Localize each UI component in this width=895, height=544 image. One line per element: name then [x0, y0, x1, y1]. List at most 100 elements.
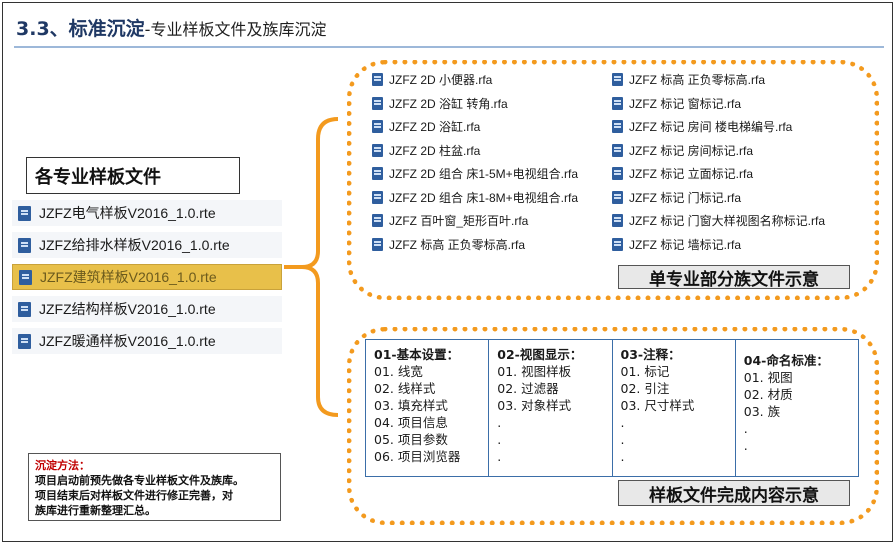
- family-files-panel: [347, 60, 879, 300]
- family-file-item[interactable]: JZFZ 2D 浴缸 转角.rfa: [372, 92, 578, 116]
- rfa-file-icon: [372, 190, 383, 204]
- column-item: 04. 项目信息: [374, 415, 448, 430]
- rfa-file-icon: [612, 96, 623, 110]
- rfa-file-icon: [372, 143, 383, 157]
- template-file-item[interactable]: JZFZ暖通样板V2016_1.0.rte: [12, 328, 282, 354]
- family-file-item[interactable]: JZFZ 标记 房间标记.rfa: [612, 139, 825, 163]
- rfa-file-icon: [372, 214, 383, 228]
- column-item: .: [743, 421, 748, 436]
- rfa-file-icon: [612, 73, 623, 87]
- column-item: 06. 项目浏览器: [374, 449, 461, 464]
- column-item: .: [497, 449, 502, 464]
- family-file-label: JZFZ 标记 门标记.rfa: [629, 190, 741, 205]
- column-item: .: [620, 449, 625, 464]
- template-content-caption: 样板文件完成内容示意: [618, 480, 850, 506]
- column-item: 02. 引注: [620, 381, 670, 396]
- rfa-file-icon: [372, 73, 383, 87]
- template-file-item[interactable]: JZFZ电气样板V2016_1.0.rte: [12, 200, 282, 226]
- bracket-connector: [284, 117, 339, 417]
- family-file-item[interactable]: JZFZ 2D 组合 床1-5M+电视组合.rfa: [372, 162, 578, 186]
- title-divider: [14, 46, 884, 48]
- family-file-label: JZFZ 标记 墙标记.rfa: [629, 237, 741, 252]
- rte-file-icon: [18, 301, 31, 317]
- family-files-caption: 单专业部分族文件示意: [618, 265, 850, 290]
- family-file-label: JZFZ 2D 组合 床1-5M+电视组合.rfa: [389, 167, 579, 182]
- title-sub: -专业样板文件及族库沉淀: [144, 20, 327, 39]
- column-item: 02. 材质: [743, 387, 793, 402]
- family-file-item[interactable]: JZFZ 2D 浴缸.rfa: [372, 115, 578, 139]
- rte-file-icon: [18, 237, 31, 253]
- template-file-label: JZFZ建筑样板V2016_1.0.rte: [40, 269, 217, 285]
- column-item: .: [620, 432, 625, 447]
- family-file-item[interactable]: JZFZ 2D 小便器.rfa: [372, 68, 578, 92]
- column-item: 03. 填充样式: [374, 398, 448, 413]
- rfa-file-icon: [612, 190, 623, 204]
- family-file-label: JZFZ 百叶窗_矩形百叶.rfa: [389, 214, 529, 229]
- rfa-file-icon: [372, 120, 383, 134]
- rfa-file-icon: [612, 214, 623, 228]
- template-file-item[interactable]: JZFZ给排水样板V2016_1.0.rte: [12, 232, 282, 258]
- family-file-label: JZFZ 2D 柱盆.rfa: [389, 143, 481, 158]
- family-file-column-b: JZFZ 标高 正负零标高.rfa JZFZ 标记 窗标记.rfa JZFZ 标…: [612, 68, 825, 256]
- family-file-label: JZFZ 2D 小便器.rfa: [389, 73, 493, 88]
- table-column-naming: 04-命名标准： 01. 视图 02. 材质 03. 族 . .: [736, 340, 858, 476]
- column-item: 01. 视图样板: [497, 364, 572, 379]
- family-file-item[interactable]: JZFZ 标记 房间 楼电梯编号.rfa: [612, 115, 825, 139]
- rte-file-icon: [19, 269, 32, 285]
- column-item: 03. 尺寸样式: [620, 398, 695, 413]
- page-title: 3.3、标准沉淀-专业样板文件及族库沉淀: [16, 14, 326, 41]
- rfa-file-icon: [612, 143, 623, 157]
- column-heading: 01-基本设置：: [374, 347, 460, 362]
- family-file-item[interactable]: JZFZ 标高 正负零标高.rfa: [372, 233, 578, 257]
- column-item: .: [620, 415, 625, 430]
- family-file-item[interactable]: JZFZ 标记 墙标记.rfa: [612, 233, 825, 257]
- title-main: 3.3、标准沉淀: [16, 18, 145, 40]
- template-file-label: JZFZ给排水样板V2016_1.0.rte: [39, 237, 230, 253]
- family-file-item[interactable]: JZFZ 百叶窗_矩形百叶.rfa: [372, 209, 578, 233]
- family-file-item[interactable]: JZFZ 标高 正负零标高.rfa: [612, 68, 825, 92]
- note-line: 族库进行重新整理汇总。: [35, 504, 156, 517]
- template-file-label: JZFZ电气样板V2016_1.0.rte: [39, 205, 216, 221]
- column-item: .: [743, 438, 748, 453]
- family-file-item[interactable]: JZFZ 标记 门窗大样视图名称标记.rfa: [612, 209, 825, 233]
- column-heading: 04-命名标准：: [743, 353, 829, 368]
- family-file-label: JZFZ 2D 浴缸 转角.rfa: [389, 96, 508, 111]
- template-file-item-selected[interactable]: JZFZ建筑样板V2016_1.0.rte: [12, 264, 282, 290]
- column-heading: 03-注释：: [620, 347, 681, 362]
- note-line: 项目结束后对样板文件进行修正完善，对: [35, 489, 233, 502]
- family-file-label: JZFZ 标记 立面标记.rfa: [629, 167, 753, 182]
- family-file-item[interactable]: JZFZ 标记 立面标记.rfa: [612, 162, 825, 186]
- rte-file-icon: [18, 205, 31, 221]
- column-item: 05. 项目参数: [374, 432, 448, 447]
- table-column-basic: 01-基本设置： 01. 线宽 02. 线样式 03. 填充样式 04. 项目信…: [366, 340, 490, 476]
- column-item: 02. 过滤器: [497, 381, 559, 396]
- column-item: 03. 对象样式: [497, 398, 572, 413]
- family-file-item[interactable]: JZFZ 2D 组合 床1-8M+电视组合.rfa: [372, 186, 578, 210]
- family-file-item[interactable]: JZFZ 标记 窗标记.rfa: [612, 92, 825, 116]
- templates-heading: 各专业样板文件: [26, 157, 240, 194]
- rfa-file-icon: [372, 96, 383, 110]
- note-heading: 沉淀方法：: [35, 459, 90, 472]
- note-line: 项目启动前预先做各专业样板文件及族库。: [35, 474, 244, 487]
- method-note: 沉淀方法： 项目启动前预先做各专业样板文件及族库。 项目结束后对样板文件进行修正…: [28, 453, 281, 521]
- template-content-panel: [347, 327, 879, 525]
- rfa-file-icon: [612, 167, 623, 181]
- column-item: 02. 线样式: [374, 381, 436, 396]
- family-file-item[interactable]: JZFZ 2D 柱盆.rfa: [372, 139, 578, 163]
- column-item: 01. 线宽: [374, 364, 423, 379]
- family-file-column-a: JZFZ 2D 小便器.rfa JZFZ 2D 浴缸 转角.rfa JZFZ 2…: [372, 68, 578, 256]
- template-content-table: 01-基本设置： 01. 线宽 02. 线样式 03. 填充样式 04. 项目信…: [365, 339, 859, 477]
- family-file-label: JZFZ 标记 房间标记.rfa: [629, 143, 753, 158]
- table-column-annotation: 03-注释： 01. 标记 02. 引注 03. 尺寸样式 . . .: [613, 340, 736, 476]
- template-file-item[interactable]: JZFZ结构样板V2016_1.0.rte: [12, 296, 282, 322]
- family-file-label: JZFZ 标记 窗标记.rfa: [629, 96, 741, 111]
- column-item: 03. 族: [743, 404, 781, 419]
- family-file-label: JZFZ 2D 浴缸.rfa: [389, 120, 481, 135]
- family-file-label: JZFZ 标高 正负零标高.rfa: [629, 73, 765, 88]
- column-item: .: [497, 415, 502, 430]
- column-item: 01. 标记: [620, 364, 670, 379]
- rte-file-icon: [18, 333, 31, 349]
- family-file-item[interactable]: JZFZ 标记 门标记.rfa: [612, 186, 825, 210]
- rfa-file-icon: [372, 167, 383, 181]
